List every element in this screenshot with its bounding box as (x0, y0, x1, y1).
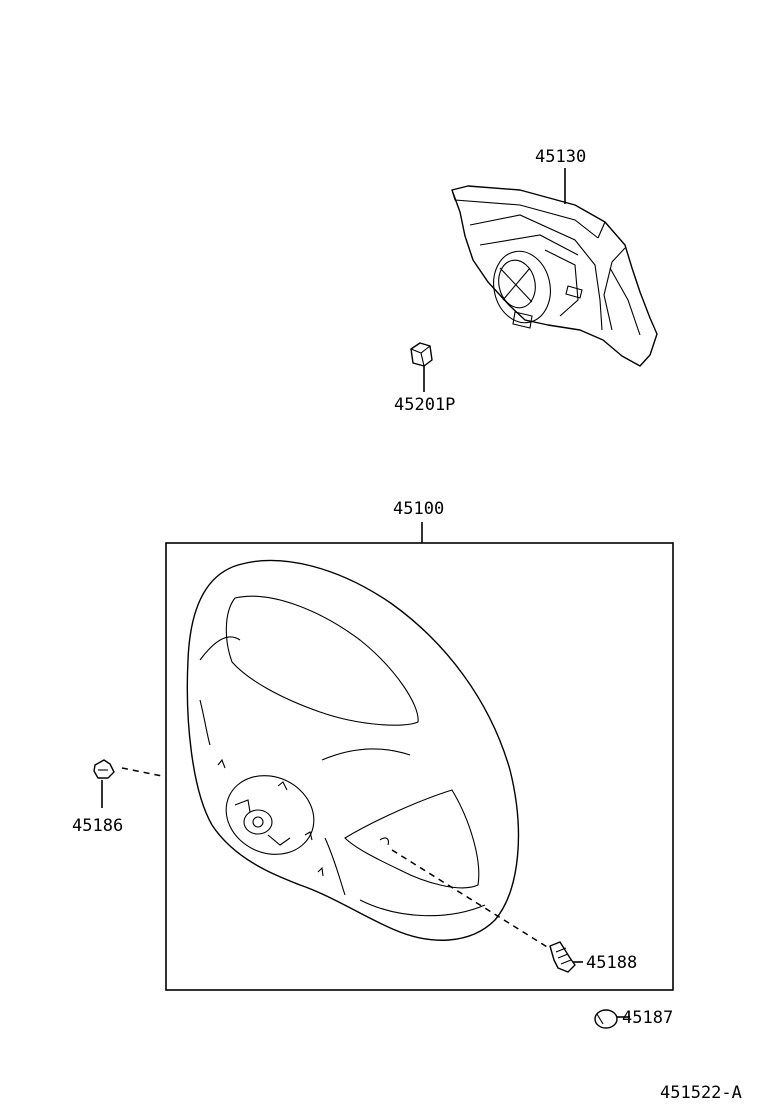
screw-illustration (549, 941, 576, 973)
part-label-45188: 45188 (586, 953, 637, 973)
cover-illustration (594, 1009, 618, 1029)
assembly-frame (165, 542, 674, 991)
dashed-guide-45186 (121, 767, 163, 777)
clip-illustration (93, 759, 115, 779)
steering-wheel-illustration (186, 559, 520, 941)
airbag-pad-illustration (451, 185, 658, 367)
part-label-45187: 45187 (622, 1008, 673, 1028)
drawing-id: 451522-A (660, 1083, 742, 1103)
part-label-45100: 45100 (393, 499, 444, 519)
part-label-45186: 45186 (72, 816, 123, 836)
nut-illustration (410, 342, 433, 367)
part-label-45130: 45130 (535, 147, 586, 167)
dashed-guide-45188 (391, 849, 553, 951)
part-label-45201P: 45201P (394, 395, 455, 415)
